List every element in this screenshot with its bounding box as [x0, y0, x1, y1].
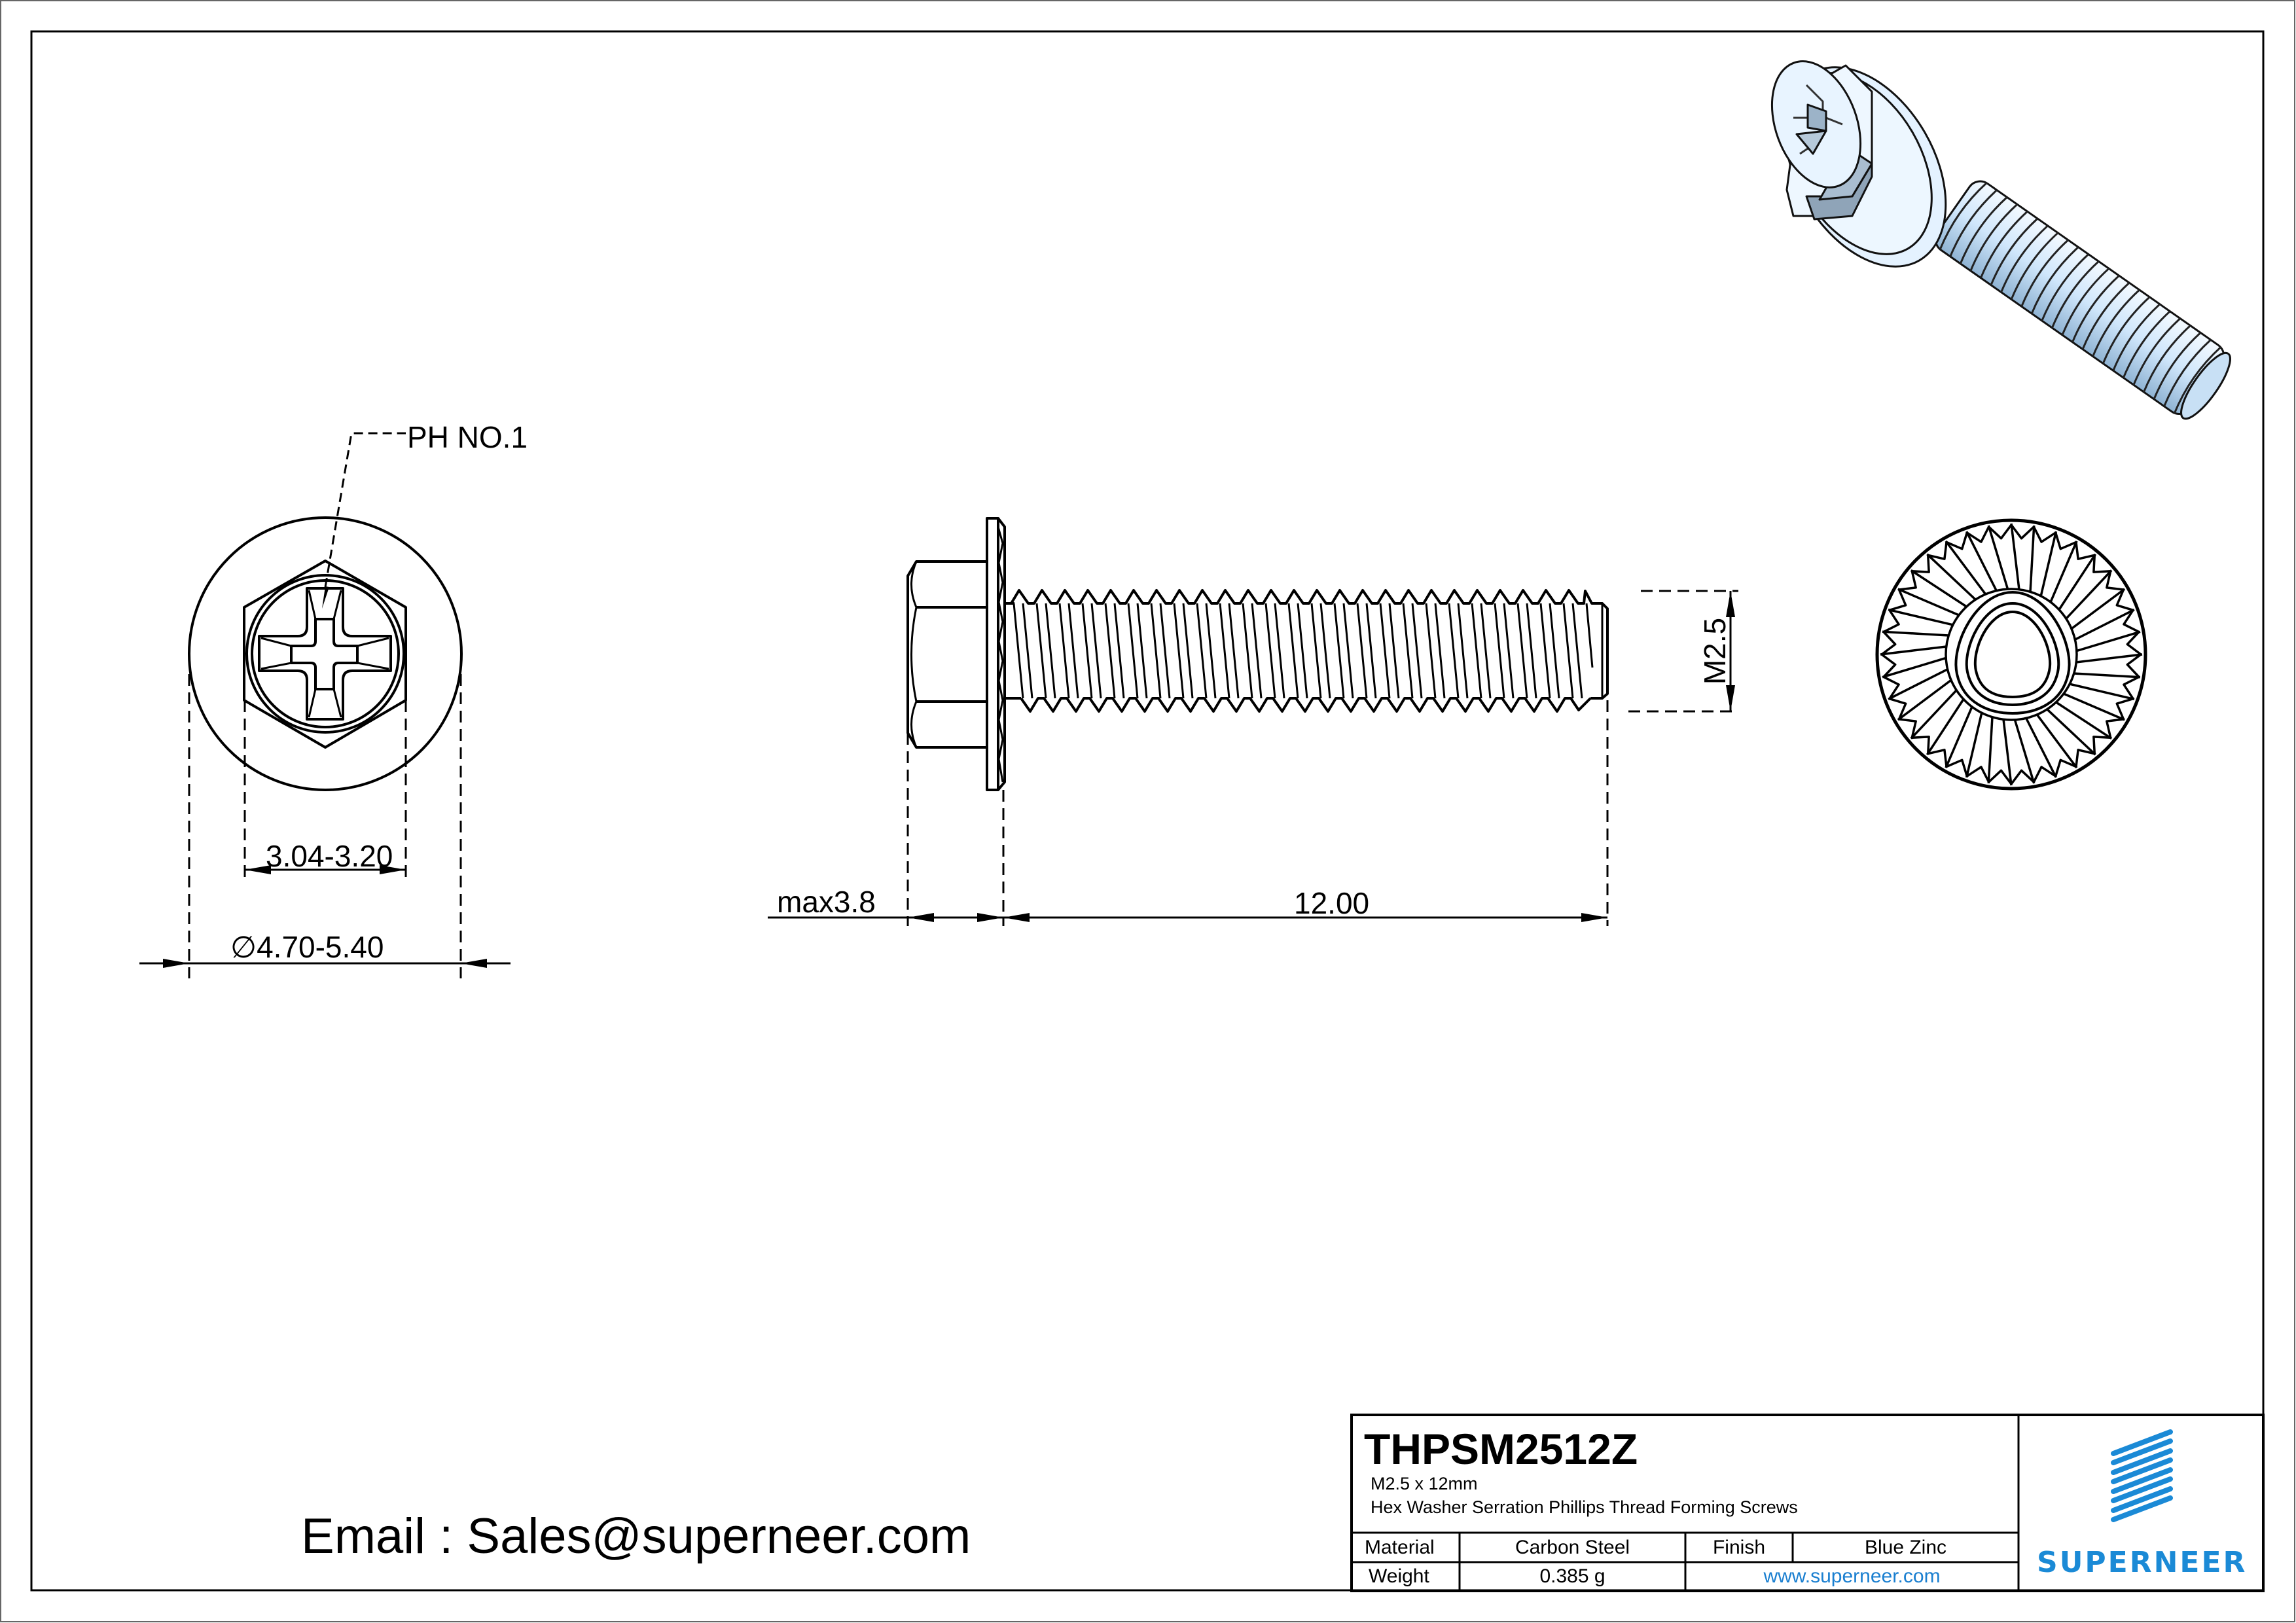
- material-value: Carbon Steel: [1515, 1536, 1630, 1558]
- head-height-dimension: max3.8: [777, 885, 876, 919]
- brand-wordmark: SUPERNEER: [2037, 1546, 2248, 1579]
- weight-label: Weight: [1369, 1565, 1429, 1587]
- thread-bottom-profile: [1020, 697, 1592, 713]
- iso-view-screw: [1770, 60, 2231, 420]
- end-view: [1875, 518, 2147, 791]
- part-number-title: THPSM2512Z: [1364, 1425, 1638, 1473]
- website-link[interactable]: www.superneer.com: [1763, 1565, 1941, 1587]
- trilobe-outer: [1954, 591, 2071, 715]
- hex-head-profile: [906, 560, 987, 749]
- side-view: [768, 517, 1738, 926]
- flange-diameter-value: 4.70-5.40: [257, 930, 384, 964]
- material-label: Material: [1365, 1536, 1435, 1558]
- weight-value: 0.385 g: [1539, 1565, 1605, 1587]
- drive-callout-label: PH NO.1: [407, 420, 528, 454]
- contact-email[interactable]: Email : Sales@superneer.com: [301, 1508, 971, 1564]
- title-block-frame: [1350, 1414, 2265, 1592]
- thread-size-dimension: M2.5: [1698, 617, 1732, 685]
- trilobe-mid: [1965, 602, 2060, 706]
- hex-outline: [243, 560, 407, 749]
- phillips-recess: [258, 587, 392, 721]
- flange-circle: [188, 516, 463, 791]
- thread-top-profile: [1010, 589, 1609, 700]
- part-description: Hex Washer Serration Phillips Thread For…: [1371, 1497, 1798, 1517]
- part-size: M2.5 x 12mm: [1371, 1474, 1478, 1493]
- diameter-symbol-icon: ∅: [230, 930, 257, 964]
- trilobe-inner: [1973, 611, 2052, 698]
- head-view: [139, 432, 511, 978]
- slanted-stripes-logo-icon: [2111, 1429, 2173, 1522]
- hex-across-flats-dimension: 3.04-3.20: [266, 839, 393, 873]
- flange-diameter-dimension: ∅4.70-5.40: [230, 932, 384, 962]
- washer-flange: [986, 517, 999, 791]
- finish-label: Finish: [1712, 1536, 1766, 1558]
- length-dimension: 12.00: [1294, 886, 1370, 920]
- finish-value: Blue Zinc: [1864, 1536, 1947, 1558]
